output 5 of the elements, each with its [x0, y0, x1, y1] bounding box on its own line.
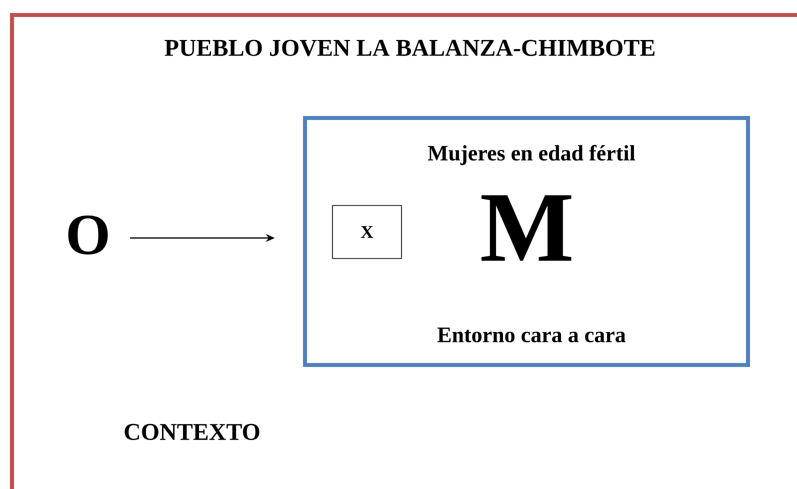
title: PUEBLO JOVEN LA BALANZA-CHIMBOTE — [164, 40, 654, 56]
context-label: CONTEXTO — [124, 424, 260, 440]
letter: O — [68, 216, 108, 254]
big-letter: M — [482, 195, 572, 261]
letter-box: X — [332, 205, 402, 259]
